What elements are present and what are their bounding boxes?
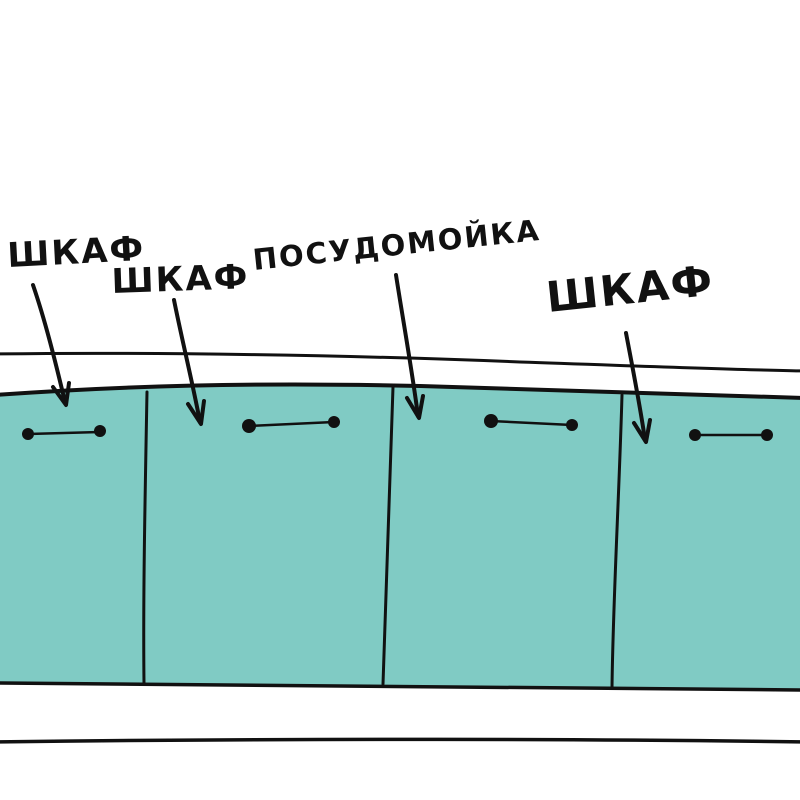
label-cabinet-3: ШКАФ [544,256,717,322]
arrow-1 [31,283,71,407]
cabinet-divider-1 [142,390,149,685]
handle-4 [689,429,773,441]
handle-1 [22,425,106,440]
label-dishwasher: ПОСУДОМОЙКА [251,213,542,277]
countertop-front-line [0,382,800,400]
cabinet-divider-2 [381,385,395,686]
handle-3 [484,414,578,431]
label-cabinet-1: ШКАФ [6,229,146,276]
countertop-back-line [0,351,800,373]
arrow-4 [624,331,652,444]
arrow-3 [394,273,425,420]
floor-line [0,737,800,744]
arrow-2 [172,298,206,426]
handle-2 [242,416,340,433]
cabinet-fronts [0,384,800,690]
plinth-top-line [0,681,800,692]
cabinet-divider-3 [610,393,624,690]
label-cabinet-2: ШКАФ [111,257,250,302]
